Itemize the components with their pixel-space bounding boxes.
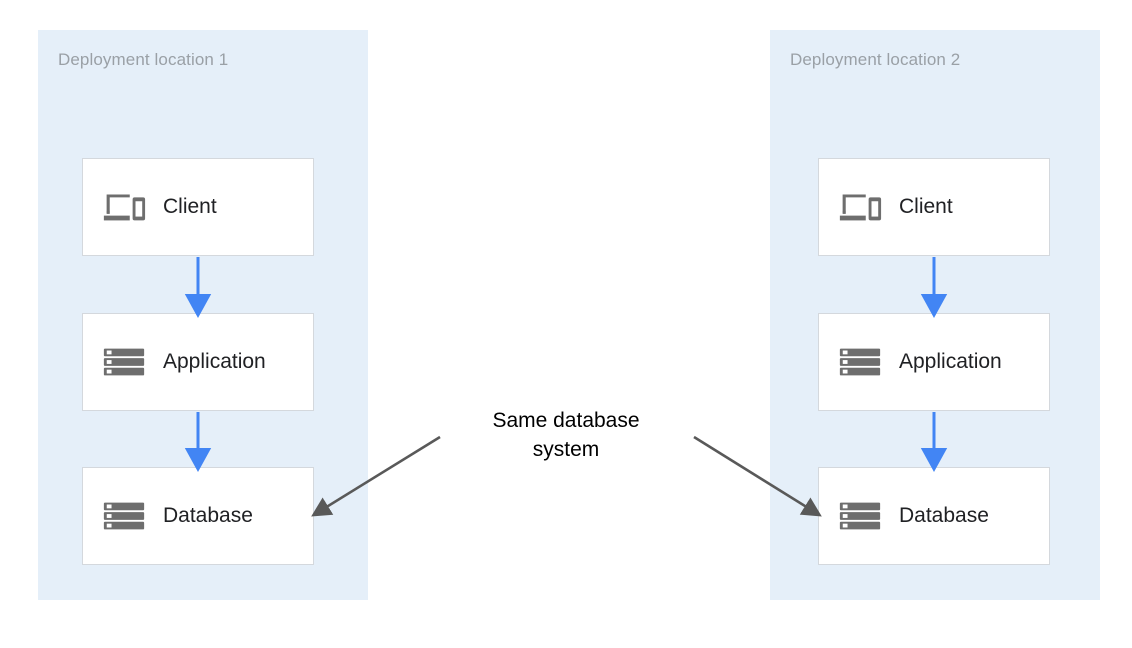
annotation-line-1: Same database	[492, 409, 640, 432]
deployment-zone-2-title: Deployment location 2	[790, 50, 961, 69]
node-database-2[interactable]: Database	[818, 467, 1050, 565]
server-icon	[103, 502, 145, 530]
node-application-1-label: Application	[163, 350, 266, 373]
node-client-1-label: Client	[163, 195, 217, 218]
devices-icon	[839, 194, 882, 221]
node-application-2-label: Application	[899, 350, 1002, 373]
node-client-2[interactable]: Client	[818, 158, 1050, 256]
annotation-line-2: system	[532, 438, 600, 461]
devices-icon	[103, 194, 146, 221]
node-database-1-label: Database	[163, 504, 253, 527]
node-client-2-label: Client	[899, 195, 953, 218]
annotation-same-database-system: Same database system	[446, 406, 686, 464]
server-icon	[103, 348, 145, 376]
node-database-2-label: Database	[899, 504, 989, 527]
node-application-2[interactable]: Application	[818, 313, 1050, 411]
node-client-1[interactable]: Client	[82, 158, 314, 256]
server-icon	[839, 348, 881, 376]
server-icon	[839, 502, 881, 530]
node-application-1[interactable]: Application	[82, 313, 314, 411]
deployment-zone-1-title: Deployment location 1	[58, 50, 229, 69]
node-database-1[interactable]: Database	[82, 467, 314, 565]
